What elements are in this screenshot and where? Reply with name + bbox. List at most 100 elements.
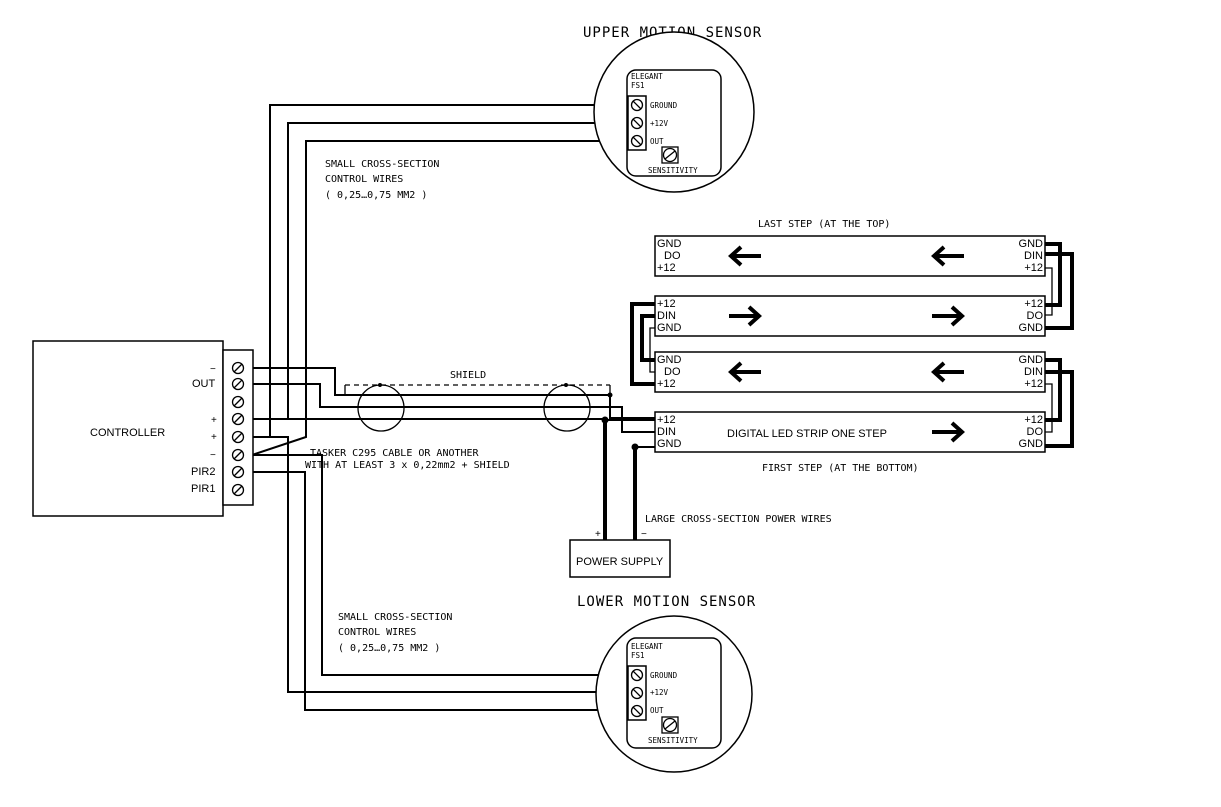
lower-motion-sensor: ELEGANT FS1 GROUND +12V OUT SENSITIVITY [595,615,753,773]
upper-sensor-knob-label: SENSITIVITY [648,166,698,175]
cable-note-line-2: WITH AT LEAST 3 x 0,22mm2 + SHIELD [305,460,510,471]
upper-sensitivity-knob [662,147,678,163]
data-direction-arrow [931,245,964,267]
strip-right-pin-label: +12 [1024,298,1043,310]
sensor-terminal-screw [630,704,644,718]
upper-wire-note-line-3: ( 0,25…0,75 MM2 ) [325,190,427,201]
controller-terminal-screw [231,430,245,444]
strip-right-pin-label: DO [1027,310,1044,322]
data-cable-wires [252,367,655,438]
controller-terminal-screw [231,412,245,426]
terminal-label-plus-2: + [211,432,217,443]
strip-interconnects [630,242,1074,448]
controller-terminal-screw [231,377,245,391]
power-wires-note: LARGE CROSS-SECTION POWER WIRES [645,514,832,525]
lower-sensitivity-knob [662,717,678,733]
controller-terminal-screw [231,395,245,409]
terminal-label-out: OUT [192,378,216,390]
power-supply-minus: − [641,529,647,540]
strip-right-pin-label: +12 [1024,378,1043,390]
terminal-label-pir2: PIR2 [191,466,215,478]
lower-wire-note-line-1: SMALL CROSS-SECTION [338,612,452,623]
sensor-terminal-screw [630,134,644,148]
power-supply-plus: + [595,529,601,540]
controller-terminal-screw [231,361,245,375]
data-direction-arrow [729,305,762,327]
strip-left-pin-label: DO [664,366,681,378]
controller-label: CONTROLLER [90,427,165,439]
led-strips: GNDDO+12GNDDIN+12+12DINGND+12DOGNDGNDDO+… [654,235,1046,453]
data-direction-arrow [728,361,761,383]
terminal-label-minus-bottom: − [210,450,216,461]
terminal-label-pir1: PIR1 [191,483,215,495]
strip-left-pin-label: DO [664,250,681,262]
controller-terminal-labels: − OUT + + − PIR2 PIR1 [191,364,217,495]
strip-left-pin-label: DIN [657,310,676,322]
upper-wire-note-line-2: CONTROL WIRES [325,174,403,185]
sensor-terminal-screw [630,668,644,682]
upper-sensor-model: FS1 [631,81,645,90]
strip-left-pin-label: +12 [657,378,676,390]
strip-left-pin-label: GND [657,354,682,366]
lower-sensor-pin-ground: GROUND [650,671,678,680]
upper-wire-note-line-1: SMALL CROSS-SECTION [325,159,439,170]
lower-sensor-knob-label: SENSITIVITY [648,736,698,745]
strip-right-pin-label: DIN [1024,250,1043,262]
controller-terminal-screw [231,483,245,497]
lower-sensor-pin-out: OUT [650,706,664,715]
lower-wire-note: SMALL CROSS-SECTION CONTROL WIRES ( 0,25… [338,612,452,654]
upper-motion-sensor: ELEGANT FS1 GROUND +12V OUT SENSITIVITY [593,31,755,193]
sensor-terminal-screw [630,686,644,700]
last-step-label: LAST STEP (AT THE TOP) [758,219,890,230]
data-direction-arrow [728,245,761,267]
lower-sensor-brand: ELEGANT [631,642,663,651]
upper-sensor-pin-12v: +12V [650,119,669,128]
strip-left-pin-label: +12 [657,262,676,274]
lower-sensor-title: LOWER MOTION SENSOR [577,594,756,610]
first-step-label: FIRST STEP (AT THE BOTTOM) [762,463,919,474]
shield-label: SHIELD [450,370,486,381]
strip-center-label: DIGITAL LED STRIP ONE STEP [727,428,887,440]
strip-right-pin-label: DIN [1024,366,1043,378]
strip-right-pin-label: +12 [1024,414,1043,426]
sensor-terminal-screw [630,98,644,112]
sensor-terminal-screw [630,116,644,130]
strip-left-pin-label: DIN [657,426,676,438]
strip-right-pin-label: GND [1019,438,1044,450]
upper-wire-note: SMALL CROSS-SECTION CONTROL WIRES ( 0,25… [325,159,439,201]
data-direction-arrow [932,421,965,443]
strip-right-pin-label: DO [1027,426,1044,438]
controller: CONTROLLER − OUT + + − PIR2 PIR1 [32,340,254,517]
lower-sensor-model: FS1 [631,651,645,660]
upper-sensor-brand: ELEGANT [631,72,663,81]
strip-left-pin-label: GND [657,322,682,334]
controller-terminal-screw [231,448,245,462]
power-supply: + − POWER SUPPLY [569,529,671,578]
data-direction-arrow [932,305,965,327]
controller-terminal-screw [231,465,245,479]
strip-left-pin-label: GND [657,438,682,450]
upper-sensor-pin-ground: GROUND [650,101,678,110]
strip-left-pin-label: +12 [657,298,676,310]
terminal-label-plus-1: + [211,415,217,426]
upper-sensor-pin-out: OUT [650,137,664,146]
cable-note-line-1: TASKER C295 CABLE OR ANOTHER [310,448,480,459]
lower-wire-note-line-3: ( 0,25…0,75 MM2 ) [338,643,440,654]
data-direction-arrow [931,361,964,383]
power-supply-label: POWER SUPPLY [576,556,664,568]
power-wires [601,392,655,540]
lower-sensor-pin-12v: +12V [650,688,669,697]
strip-right-pin-label: +12 [1024,262,1043,274]
strip-right-pin-label: GND [1019,322,1044,334]
strip-left-pin-label: GND [657,238,682,250]
lower-wire-note-line-2: CONTROL WIRES [338,627,416,638]
strip-right-pin-label: GND [1019,354,1044,366]
strip-left-pin-label: +12 [657,414,676,426]
control-wires-upper [251,104,630,456]
controller-terminal-block [222,349,254,506]
